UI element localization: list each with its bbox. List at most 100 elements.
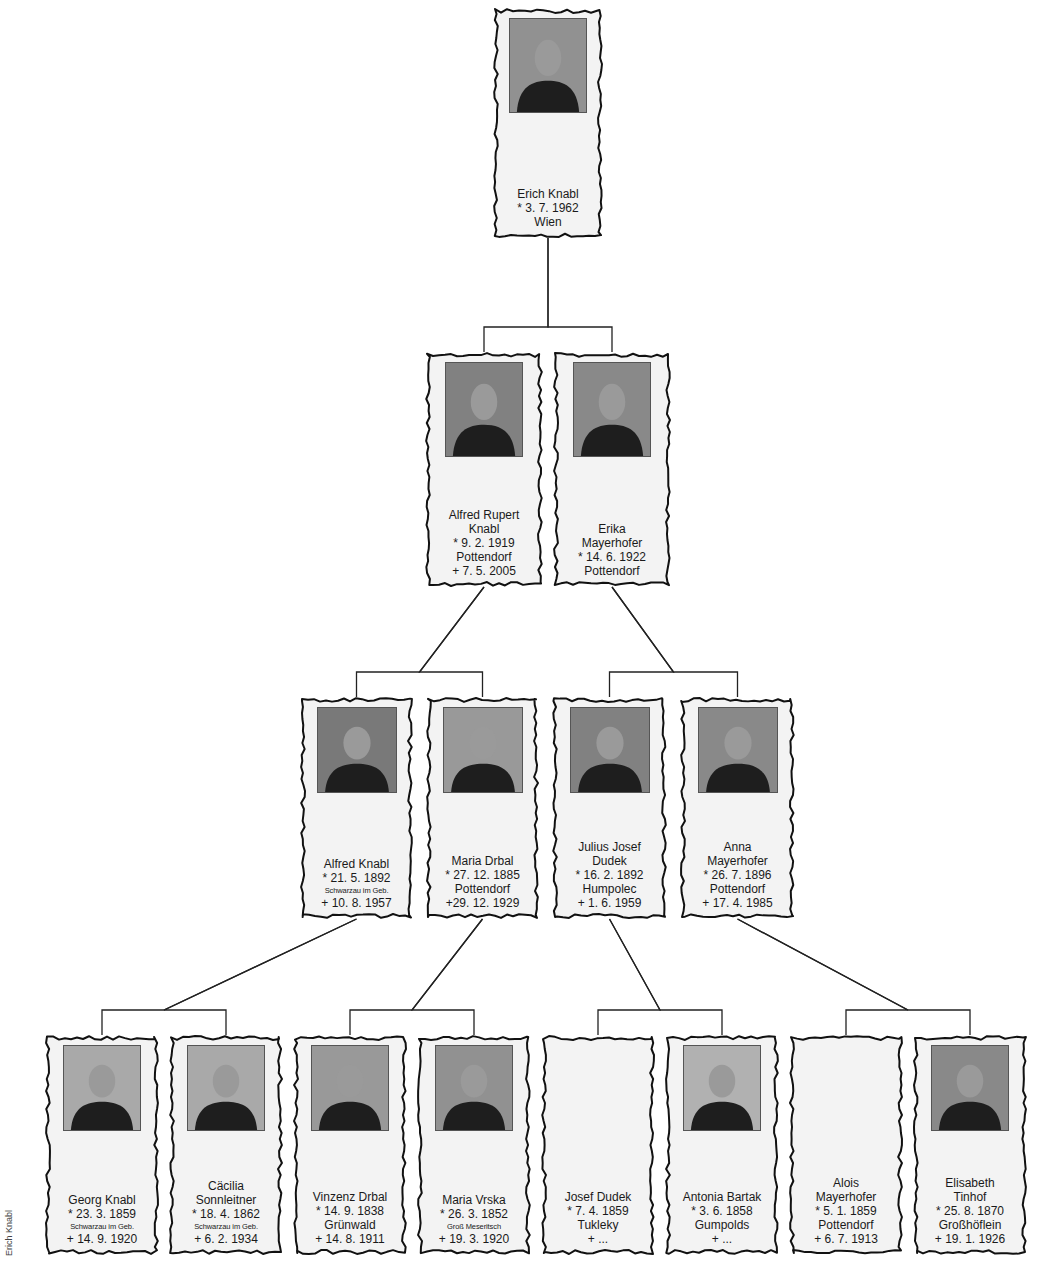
person-name: Alfred Rupert Knabl [443, 508, 525, 536]
person-card: Erika Mayerhofer* 14. 6. 1922Pottendorf [553, 352, 671, 587]
birth-place: Großhöflein [939, 1218, 1002, 1232]
portrait-photo [570, 707, 650, 793]
photo-frame [574, 363, 651, 457]
lineage-connector [350, 919, 483, 1035]
card-border [554, 353, 670, 585]
person-card: Cäcilia Sonnleitner* 18. 4. 1862Schwarza… [169, 1035, 283, 1255]
birth-date: * 5. 1. 1859 [815, 1204, 876, 1218]
birth-place: Grünwald [324, 1218, 375, 1232]
person-name: Erich Knabl [517, 187, 578, 201]
card-border [427, 698, 538, 918]
death-date: + 7. 5. 2005 [452, 564, 516, 578]
birth-date: * 27. 12. 1885 [445, 868, 520, 882]
birth-place: Pottendorf [710, 882, 765, 896]
lineage-connector [164, 919, 357, 1035]
photo-ground [317, 707, 397, 793]
person-name: Alois Mayerhofer [805, 1176, 887, 1204]
photo-ground [445, 362, 523, 457]
person-card: Elisabeth Tinhof* 25. 8. 1870Großhöflein… [913, 1035, 1027, 1255]
person-card: Maria Drbal* 27. 12. 1885Pottendorf+29. … [426, 697, 539, 919]
birth-date: * 14. 6. 1922 [578, 550, 646, 564]
birth-place: Schwarzau im Geb. [70, 1221, 134, 1232]
person-name: Antonia Bartak [683, 1190, 762, 1204]
portrait-body [517, 81, 579, 113]
photo-ground [570, 707, 650, 793]
death-date: +29. 12. 1929 [446, 896, 520, 910]
birth-date: * 3. 7. 1962 [517, 201, 578, 215]
death-date: + 19. 3. 1920 [439, 1232, 509, 1246]
death-date: + 19. 1. 1926 [935, 1232, 1005, 1246]
birth-date: * 25. 8. 1870 [936, 1204, 1004, 1218]
person-name: Erika Mayerhofer [571, 522, 653, 550]
birth-place: Schwarzau im Geb. [194, 1221, 258, 1232]
card-border [426, 353, 542, 586]
portrait-body [443, 1102, 505, 1131]
death-date: + 1. 6. 1959 [578, 896, 642, 910]
card-border [553, 698, 666, 918]
person-name: Cäcilia Sonnleitner [185, 1179, 267, 1207]
card-border [418, 1036, 530, 1253]
card-border [790, 1036, 902, 1253]
portrait-body [319, 1102, 381, 1131]
photo-ground [63, 1045, 141, 1131]
photo-ground [509, 18, 587, 113]
portrait-body [325, 764, 389, 793]
portrait-face [535, 40, 562, 76]
birth-date: * 14. 9. 1838 [316, 1204, 384, 1218]
portrait-body [581, 425, 643, 457]
photo-frame [188, 1046, 265, 1131]
person-card: Alfred Rupert Knabl* 9. 2. 1919Pottendor… [425, 352, 543, 587]
portrait-face [596, 727, 623, 760]
photo-frame [932, 1046, 1009, 1131]
person-name: Anna Mayerhofer [697, 840, 779, 868]
portrait-face [957, 1065, 984, 1098]
person-card: Vinzenz Drbal* 14. 9. 1838Grünwald+ 14. … [293, 1035, 407, 1255]
death-date: + 17. 4. 1985 [702, 896, 772, 910]
birth-date: * 26. 7. 1896 [703, 868, 771, 882]
portrait-body [195, 1102, 257, 1131]
card-border [494, 9, 602, 237]
birth-place: Wien [534, 215, 561, 229]
person-card: Erich Knabl* 3. 7. 1962Wien [493, 8, 603, 238]
lineage-connector [738, 919, 909, 1035]
photo-ground [435, 1045, 513, 1131]
portrait-photo [698, 707, 778, 793]
card-border [542, 1036, 654, 1254]
photo-frame [317, 708, 396, 793]
death-date: + 14. 9. 1920 [67, 1232, 137, 1246]
card-border [666, 1036, 778, 1254]
birth-place: Gumpolds [695, 1218, 750, 1232]
photo-ground [931, 1045, 1009, 1131]
photo-frame [436, 1046, 513, 1131]
birth-date: * 9. 2. 1919 [453, 536, 514, 550]
lineage-connector [102, 919, 357, 1035]
birth-place: Schwarzau im Geb. [325, 885, 389, 896]
portrait-face [343, 727, 370, 760]
portrait-photo [435, 1045, 513, 1131]
death-date: + ... [588, 1232, 608, 1246]
birth-date: * 7. 4. 1859 [567, 1204, 628, 1218]
portrait-face [461, 1065, 488, 1098]
death-date: + 14. 8. 1911 [315, 1232, 385, 1246]
lineage-connector [610, 919, 723, 1035]
person-name: Alfred Knabl [324, 857, 389, 871]
person-card: Alois Mayerhofer* 5. 1. 1859Pottendorf+ … [789, 1035, 903, 1255]
portrait-body [578, 764, 642, 793]
lineage-connector [598, 919, 660, 1035]
portrait-body [71, 1102, 133, 1131]
photo-frame [64, 1046, 141, 1131]
person-card: Georg Knabl* 23. 3. 1859Schwarzau im Geb… [45, 1035, 159, 1255]
card-border [914, 1036, 1026, 1254]
death-date: + 6. 2. 1934 [194, 1232, 258, 1246]
portrait-face [337, 1065, 364, 1098]
birth-place: Pottendorf [584, 564, 639, 578]
lineage-connector [548, 238, 612, 352]
person-name: Josef Dudek [565, 1190, 632, 1204]
portrait-face [709, 1065, 736, 1098]
portrait-body [453, 425, 515, 457]
death-date: + 10. 8. 1957 [321, 896, 391, 910]
birth-place: Pottendorf [818, 1218, 873, 1232]
birth-place: Groß Meseritsch [447, 1221, 501, 1232]
photo-ground [573, 362, 651, 457]
